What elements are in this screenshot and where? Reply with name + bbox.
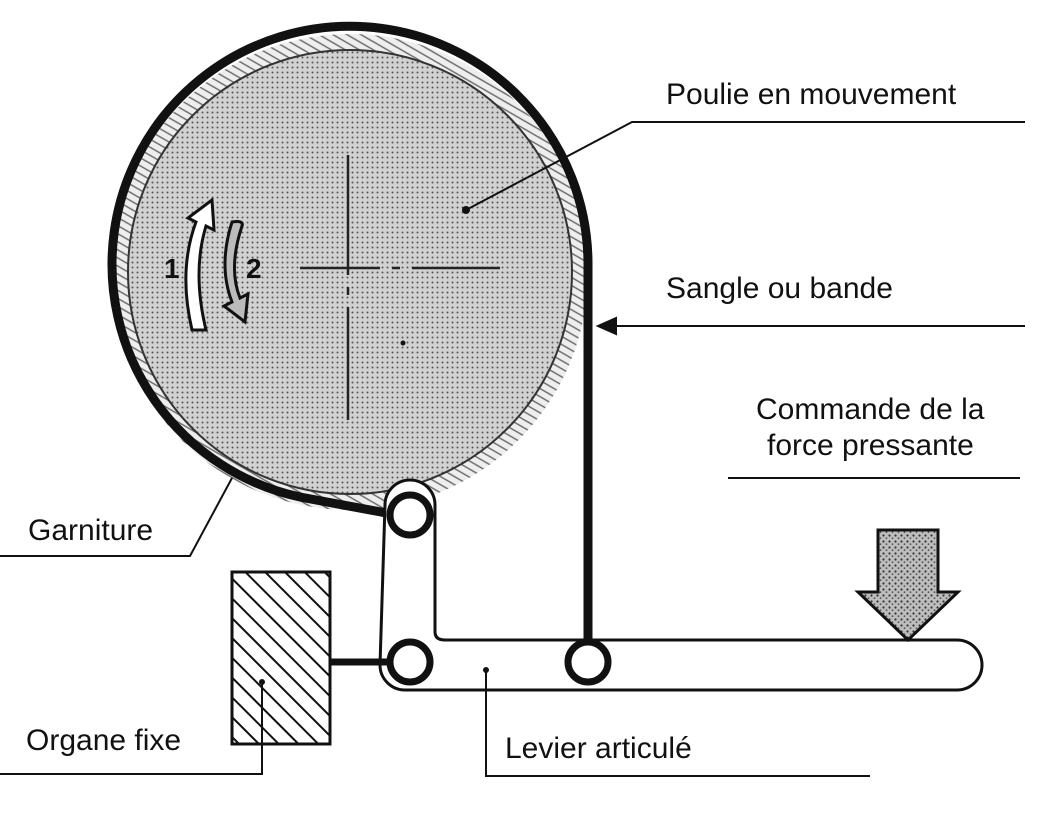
rotation-arrow-2	[221, 220, 250, 325]
fixed-member	[230, 570, 390, 746]
labels: Poulie en mouvement Sangle ou bande Comm…	[26, 78, 985, 765]
articulated-lever	[378, 478, 984, 692]
rotation-arrow-1	[184, 197, 216, 332]
leader-levier	[485, 670, 870, 777]
pulley-centerlines	[300, 155, 500, 420]
label-commande-1: Commande de la	[756, 393, 985, 426]
fixed-member-block	[230, 570, 332, 746]
leader-sangle-arrowhead	[595, 316, 617, 336]
pivot-fixed	[386, 638, 434, 686]
rotation-arrows: 1 2	[164, 197, 262, 332]
pulley-hub-dot	[400, 340, 406, 346]
rotation-label-2: 2	[246, 253, 262, 284]
lever-body	[378, 478, 984, 692]
leader-garniture	[0, 477, 233, 557]
force-arrow	[854, 528, 962, 643]
label-levier: Levier articulé	[505, 732, 692, 765]
band-strap	[107, 21, 593, 660]
label-sangle: Sangle ou bande	[666, 272, 893, 305]
pivot-top	[386, 491, 434, 539]
pulley	[112, 34, 588, 510]
leader-organe	[0, 682, 263, 775]
label-commande-2: force pressante	[767, 429, 974, 462]
pivot-band	[564, 638, 612, 686]
pulley-disc	[127, 49, 573, 495]
rotation-label-1: 1	[164, 253, 180, 284]
label-poulie: Poulie en mouvement	[666, 78, 957, 111]
leader-lines	[0, 121, 1025, 777]
leader-poulie	[465, 121, 1025, 211]
label-garniture: Garniture	[28, 514, 153, 547]
label-organe: Organe fixe	[26, 724, 181, 757]
